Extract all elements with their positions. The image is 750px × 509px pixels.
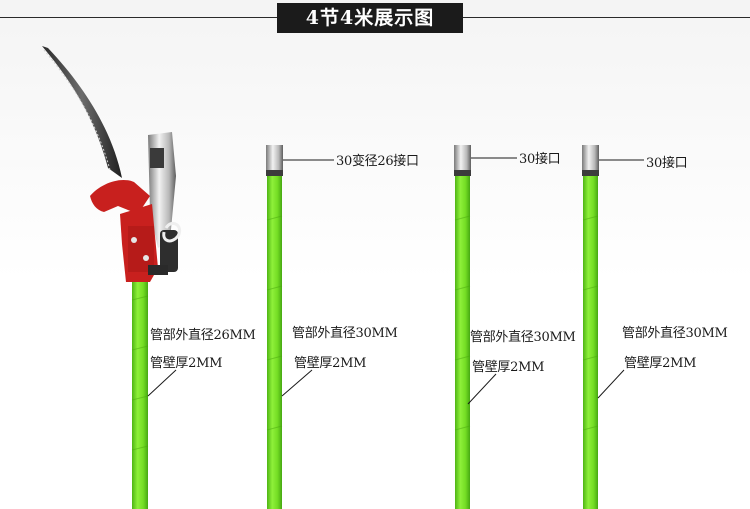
pole-2-wall-label: 管壁厚2MM bbox=[294, 356, 367, 371]
pole-1-diameter-label: 管部外直径26MM bbox=[150, 328, 256, 343]
pole-2-tube bbox=[267, 176, 282, 509]
red-jaw bbox=[90, 179, 150, 214]
pole-4-wall-label: 管壁厚2MM bbox=[624, 356, 697, 371]
pruner-saw-head bbox=[42, 46, 181, 282]
pole-3-joint bbox=[454, 145, 471, 175]
pole-2 bbox=[266, 145, 334, 509]
pole-2-joint-label: 30变径26接口 bbox=[336, 154, 419, 169]
pole-3-diameter-label: 管部外直径30MM bbox=[470, 330, 576, 345]
leader-lines bbox=[147, 369, 625, 405]
pole-1-tube bbox=[132, 272, 148, 509]
pole-1 bbox=[131, 272, 149, 509]
pole-3-tube bbox=[455, 176, 470, 509]
pole-2-diameter-label: 管部外直径30MM bbox=[292, 326, 398, 341]
page-title: 4节4米展示图 bbox=[277, 3, 463, 33]
pole-3-joint-label: 30接口 bbox=[519, 152, 561, 167]
pole-2-joint bbox=[266, 145, 283, 175]
pole-4-tube bbox=[583, 176, 598, 509]
pole-4-diameter-label: 管部外直径30MM bbox=[622, 326, 728, 341]
pole-3-wall-label: 管壁厚2MM bbox=[472, 360, 545, 375]
pole-4 bbox=[582, 145, 644, 509]
pole-4-joint bbox=[582, 145, 599, 175]
pole-3 bbox=[454, 145, 517, 509]
pole-1-wall-label: 管壁厚2MM bbox=[150, 356, 223, 371]
saw-blade bbox=[42, 46, 122, 178]
pole-4-joint-label: 30接口 bbox=[646, 156, 688, 171]
